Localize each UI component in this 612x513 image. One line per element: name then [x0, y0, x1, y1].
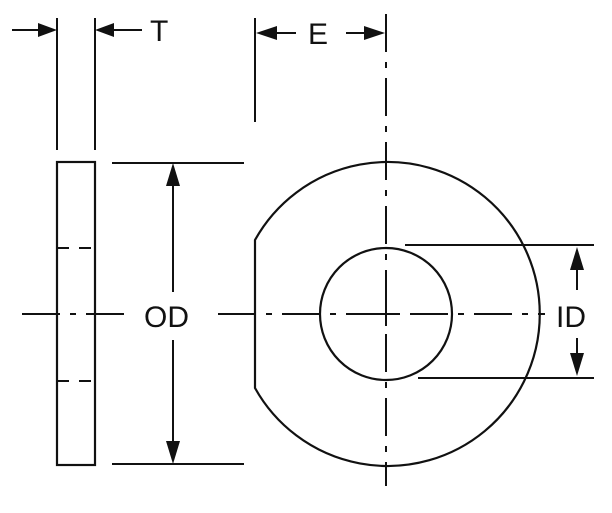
- id-arrow-top: [570, 247, 584, 270]
- edge-dimension: E: [254, 18, 385, 122]
- t-arrow-left: [38, 23, 57, 37]
- e-arrow-left: [256, 26, 277, 40]
- outer-profile: [253, 160, 541, 468]
- id-label: ID: [556, 301, 586, 334]
- t-arrow-right: [95, 23, 114, 37]
- inner-diameter-dimension: ID: [405, 244, 594, 379]
- thickness-dimension: T: [12, 15, 168, 48]
- e-arrow-right: [364, 26, 385, 40]
- od-arrow-bottom: [166, 441, 180, 464]
- t-label: T: [150, 15, 168, 48]
- outer-diameter-dimension: OD: [112, 162, 244, 465]
- e-label: E: [308, 18, 328, 51]
- od-label: OD: [144, 301, 189, 334]
- od-arrow-top: [166, 163, 180, 186]
- centerlines: [22, 14, 545, 486]
- id-arrow-bottom: [570, 353, 584, 376]
- side-view: [55, 18, 97, 467]
